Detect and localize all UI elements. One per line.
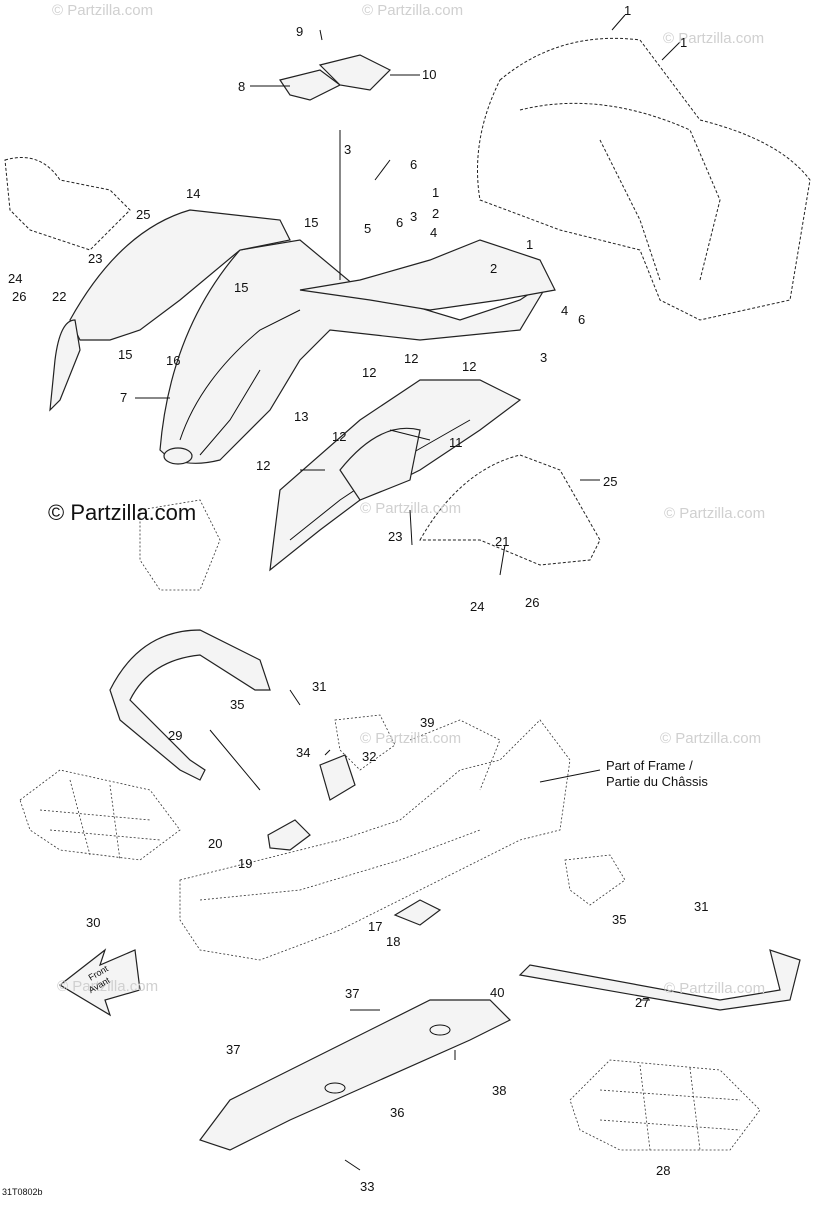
callout-label: 32 bbox=[362, 749, 377, 764]
callout-label: 20 bbox=[208, 836, 223, 851]
bumper-clamp bbox=[319, 754, 356, 801]
callout-label: 23 bbox=[88, 251, 103, 266]
left-step-grate bbox=[19, 769, 181, 861]
callout-label: 24 bbox=[8, 271, 23, 286]
rear-fender-outline bbox=[477, 37, 811, 321]
callout-label: 13 bbox=[294, 409, 309, 424]
callout-label: 6 bbox=[396, 215, 404, 230]
side-panel-left bbox=[69, 209, 291, 341]
callout-label: 1 bbox=[624, 3, 632, 18]
callout-label: 31 bbox=[312, 679, 327, 694]
callout-label: 12 bbox=[462, 359, 477, 374]
callout-label: 7 bbox=[120, 390, 128, 405]
callout-label: 35 bbox=[612, 912, 627, 927]
callout-label: 35 bbox=[230, 697, 245, 712]
callout-label: 3 bbox=[540, 350, 548, 365]
callout-label: 3 bbox=[344, 142, 352, 157]
left-fender-outline bbox=[4, 157, 131, 251]
callout-label: 30 bbox=[86, 915, 101, 930]
callout-label: 27 bbox=[635, 995, 650, 1010]
front-bracket-mesh bbox=[139, 499, 221, 591]
watermark: © Partzilla.com bbox=[52, 2, 154, 19]
callout-label: 2 bbox=[432, 206, 440, 221]
callout-label: 18 bbox=[386, 934, 401, 949]
callout-label: 5 bbox=[364, 221, 372, 236]
callout-label: 6 bbox=[410, 157, 418, 172]
callout-label: 25 bbox=[136, 207, 151, 222]
callout-label: 15 bbox=[234, 280, 249, 295]
callout-label: 15 bbox=[304, 215, 319, 230]
callout-label: 25 bbox=[603, 474, 618, 489]
callout-label: 34 bbox=[296, 745, 311, 760]
callout-label: 12 bbox=[404, 351, 419, 366]
callout-label: 12 bbox=[362, 365, 377, 380]
callout-label: 4 bbox=[430, 225, 438, 240]
callout-label: 37 bbox=[226, 1042, 241, 1057]
callout-label: 1 bbox=[432, 185, 440, 200]
watermark: © Partzilla.com bbox=[664, 505, 766, 522]
callout-label: 40 bbox=[490, 985, 505, 1000]
callout-label: 14 bbox=[186, 186, 201, 201]
watermark: © Partzilla.com bbox=[660, 730, 762, 747]
callout-label: 17 bbox=[368, 919, 383, 934]
bracket-19 bbox=[267, 819, 311, 851]
callout-label: 1 bbox=[680, 35, 688, 50]
watermark: © Partzilla.com bbox=[664, 980, 766, 997]
watermark: © Partzilla.com bbox=[362, 2, 464, 19]
center-bracket bbox=[299, 239, 556, 311]
frame-note-line-1: Part of Frame / bbox=[606, 758, 693, 773]
callout-label: 36 bbox=[390, 1105, 405, 1120]
watermark-main: © Partzilla.com bbox=[48, 500, 197, 525]
right-footrest-mesh bbox=[564, 854, 626, 906]
callout-label: 19 bbox=[238, 856, 253, 871]
callout-label: 3 bbox=[410, 209, 418, 224]
callout-label: 10 bbox=[422, 67, 437, 82]
callout-label: 6 bbox=[578, 312, 586, 327]
skid-plate bbox=[199, 999, 512, 1151]
drawing-code: 31T0802b bbox=[2, 1187, 43, 1197]
callout-label: 1 bbox=[526, 237, 534, 252]
callout-label: 8 bbox=[238, 79, 246, 94]
front-arrow-shape bbox=[58, 948, 141, 1017]
callout-label: 12 bbox=[332, 429, 347, 444]
callout-label: 31 bbox=[694, 899, 709, 914]
watermark: © Partzilla.com bbox=[57, 978, 159, 995]
watermark: © Partzilla.com bbox=[360, 730, 462, 747]
rear-bumper-tube bbox=[518, 949, 801, 1011]
callout-label: 26 bbox=[525, 595, 540, 610]
callout-label: 33 bbox=[360, 1179, 375, 1194]
right-step-grate bbox=[569, 1059, 761, 1151]
callout-label: 2 bbox=[490, 261, 498, 276]
callout-label: 16 bbox=[166, 353, 181, 368]
callout-label: 21 bbox=[495, 534, 510, 549]
frame-note-line-2: Partie du Châssis bbox=[606, 774, 708, 789]
callout-label: 28 bbox=[656, 1163, 671, 1178]
callout-label: 37 bbox=[345, 986, 360, 1001]
top-cover-piece bbox=[279, 69, 342, 101]
callout-label: 38 bbox=[492, 1083, 507, 1098]
callout-label: 9 bbox=[296, 24, 304, 39]
bracket-17 bbox=[393, 899, 442, 926]
callout-label: 29 bbox=[168, 728, 183, 743]
callout-label: 24 bbox=[470, 599, 485, 614]
frame-chassis-mesh bbox=[179, 719, 571, 961]
callout-label: 15 bbox=[118, 347, 133, 362]
callout-label: 26 bbox=[12, 289, 27, 304]
front-bumper-tube bbox=[109, 629, 271, 781]
callout-label: 39 bbox=[420, 715, 435, 730]
left-footrest-mesh bbox=[334, 714, 396, 771]
watermark: © Partzilla.com bbox=[360, 500, 462, 517]
watermark: © Partzilla.com bbox=[663, 30, 765, 47]
callout-label: 4 bbox=[561, 303, 569, 318]
callout-label: 12 bbox=[256, 458, 271, 473]
callout-label: 23 bbox=[388, 529, 403, 544]
callout-label: 11 bbox=[449, 435, 463, 450]
callout-label: 22 bbox=[52, 289, 67, 304]
